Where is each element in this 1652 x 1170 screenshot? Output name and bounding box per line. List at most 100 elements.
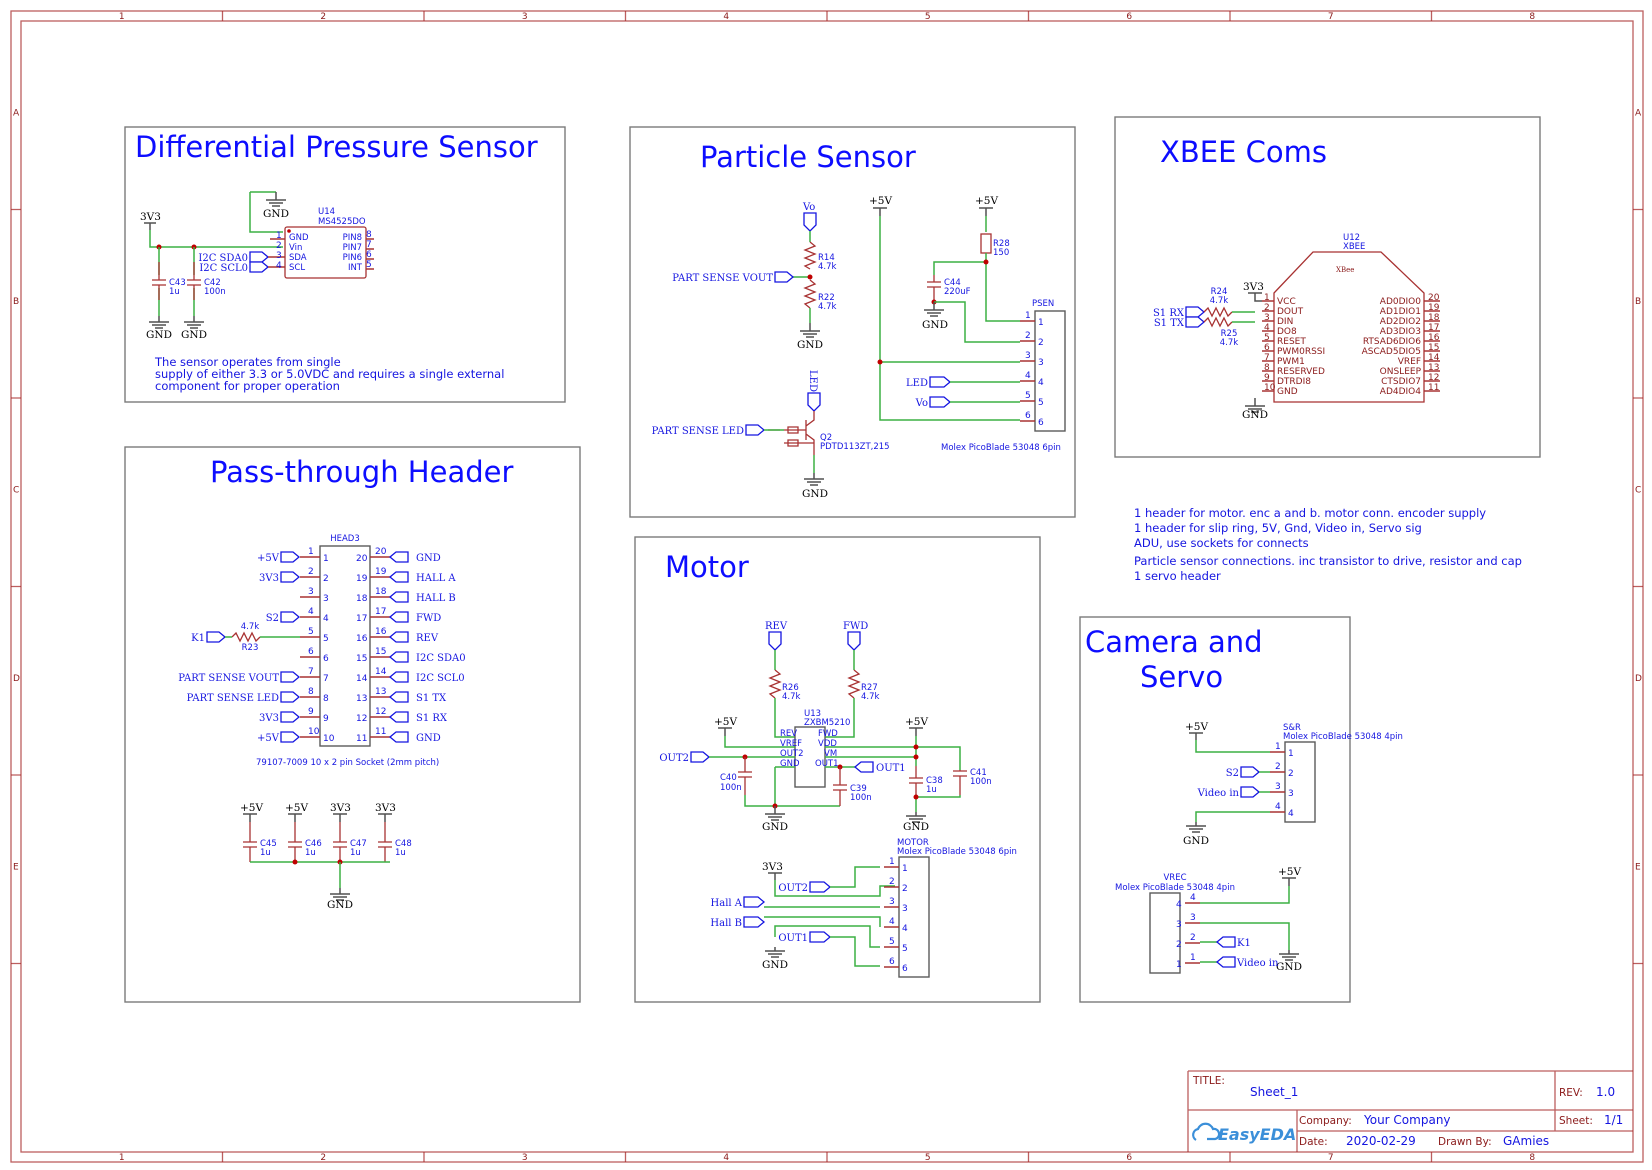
port-video-in[interactable]: Video in: [1197, 786, 1261, 799]
ic-ref: U12: [1343, 233, 1360, 243]
pin-name: GND: [1277, 387, 1298, 397]
gnd-label: GND: [762, 821, 788, 833]
pin-label: 9: [323, 714, 329, 724]
port-rev[interactable]: [768, 631, 782, 651]
header-port[interactable]: GND: [388, 731, 441, 744]
header-port[interactable]: S1 RX: [388, 711, 448, 724]
pin-name: SCL: [289, 263, 305, 273]
pin-label: 1: [902, 864, 908, 874]
header-port[interactable]: S1 TX: [388, 691, 447, 704]
pin-name: VREF: [1398, 357, 1421, 367]
net-label-rev: REV: [765, 621, 788, 632]
pin-number: 18: [375, 587, 387, 597]
frame-column-label: 1: [119, 1153, 125, 1163]
pin-number: 3: [1190, 913, 1196, 923]
port-label: GND: [416, 553, 441, 564]
frame-row-label: D: [13, 674, 20, 684]
sheet-value: 1/1: [1604, 1113, 1623, 1127]
date-value: 2020-02-29: [1346, 1134, 1416, 1148]
pin-label: 5: [1038, 398, 1044, 408]
ic-ref: U13: [804, 709, 821, 719]
header-port[interactable]: +5V: [257, 551, 301, 564]
port-out1[interactable]: OUT1: [853, 761, 906, 774]
port-label: I2C SCL0: [416, 673, 465, 684]
pin-name: VCC: [1277, 297, 1296, 307]
pin-number: 2: [308, 567, 314, 577]
port-part-sense-vout[interactable]: PART SENSE VOUT: [672, 271, 795, 284]
port-led-psen[interactable]: LED: [906, 376, 952, 389]
port-fwd[interactable]: [847, 631, 861, 651]
drawn-by-label: Drawn By:: [1438, 1136, 1492, 1148]
cap-val: 1u: [395, 848, 406, 858]
pin-number: 7: [1264, 353, 1270, 363]
port-i2c-scl0[interactable]: I2C SCL0: [199, 261, 270, 274]
port-hall-b[interactable]: Hall B: [710, 916, 766, 929]
pin-label: 6: [323, 654, 329, 664]
pin-number: 20: [1428, 293, 1440, 303]
frame-column-label: 3: [522, 1153, 528, 1163]
header-port[interactable]: HALL B: [388, 591, 456, 604]
port-label: Video in: [1197, 788, 1240, 799]
power-label-5v: +5V: [1185, 721, 1208, 733]
port-label: S1 RX: [1153, 308, 1185, 319]
header-port[interactable]: REV: [388, 631, 439, 644]
header-port[interactable]: I2C SCL0: [388, 671, 465, 684]
header-port[interactable]: HALL A: [388, 571, 456, 584]
pin-label: 10: [323, 734, 335, 744]
pin-name: RESET: [1277, 337, 1306, 347]
port-out2-conn[interactable]: OUT2: [778, 881, 832, 894]
frame-column-label: 8: [1529, 1153, 1535, 1163]
ic-ref: U14: [318, 207, 335, 217]
header-port[interactable]: FWD: [388, 611, 441, 624]
res-ref: R14: [818, 253, 835, 263]
pin-number: 1: [1264, 293, 1270, 303]
connector-head3[interactable]: HEAD3 79107-7009 10 x 2 pin Socket (2mm …: [178, 534, 465, 768]
header-port[interactable]: PART SENSE VOUT: [178, 671, 301, 684]
header-port[interactable]: PART SENSE LED: [187, 691, 301, 704]
port-out2[interactable]: OUT2: [659, 751, 711, 764]
header-port[interactable]: 3V3: [259, 711, 301, 724]
resistor-r28: [980, 233, 992, 254]
port-label: S1 TX: [1154, 318, 1185, 329]
port-i2c-sda0[interactable]: I2C SDA0: [198, 251, 270, 264]
port-led[interactable]: [807, 392, 821, 412]
pin-number: 8: [308, 687, 314, 697]
port-s1-rx[interactable]: S1 RX: [1153, 306, 1206, 319]
header-port[interactable]: S2: [266, 611, 301, 624]
conn-part: 79107-7009 10 x 2 pin Socket (2mm pitch): [256, 758, 439, 768]
header-port[interactable]: 3V3: [259, 571, 301, 584]
header-port[interactable]: +5V: [257, 731, 301, 744]
port-hall-a[interactable]: Hall A: [711, 896, 766, 909]
note-line: 1 header for slip ring, 5V, Gnd, Video i…: [1134, 521, 1422, 535]
cap-val: 1u: [305, 848, 316, 858]
port-part-sense-led[interactable]: PART SENSE LED: [652, 424, 766, 437]
port-k1[interactable]: K1: [1215, 936, 1251, 949]
port-video-in-vrec[interactable]: Video in: [1215, 956, 1279, 969]
frame-column-label: 1: [119, 12, 125, 22]
power-label-5v: +5V: [714, 716, 737, 728]
pin-label: 20: [356, 554, 368, 564]
port-vo[interactable]: [803, 212, 817, 232]
gnd-symbol: [266, 199, 286, 207]
res-ref: R24: [1211, 287, 1228, 297]
pin-number: 17: [375, 607, 386, 617]
frame-row-label: B: [13, 297, 19, 307]
header-port[interactable]: GND: [388, 551, 441, 564]
port-out1-conn[interactable]: OUT1: [778, 931, 832, 944]
resistor-r25: [1203, 316, 1233, 328]
header-port[interactable]: I2C SDA0: [388, 651, 466, 664]
connector-psen[interactable]: PSEN Molex PicoBlade 53048 6pin 11223344…: [941, 299, 1066, 453]
pin-number: 2: [276, 241, 282, 251]
port-vo-psen[interactable]: Vo: [915, 396, 952, 409]
pin-number: 12: [375, 707, 386, 717]
header-port[interactable]: K1: [191, 631, 227, 644]
port-s1-tx[interactable]: S1 TX: [1154, 316, 1206, 329]
port-s2[interactable]: S2: [1226, 766, 1261, 779]
note-line: Particle sensor connections. inc transis…: [1134, 554, 1522, 568]
connector-motor[interactable]: MOTOR Molex PicoBlade 53048 6pin 1122334…: [884, 838, 1017, 978]
